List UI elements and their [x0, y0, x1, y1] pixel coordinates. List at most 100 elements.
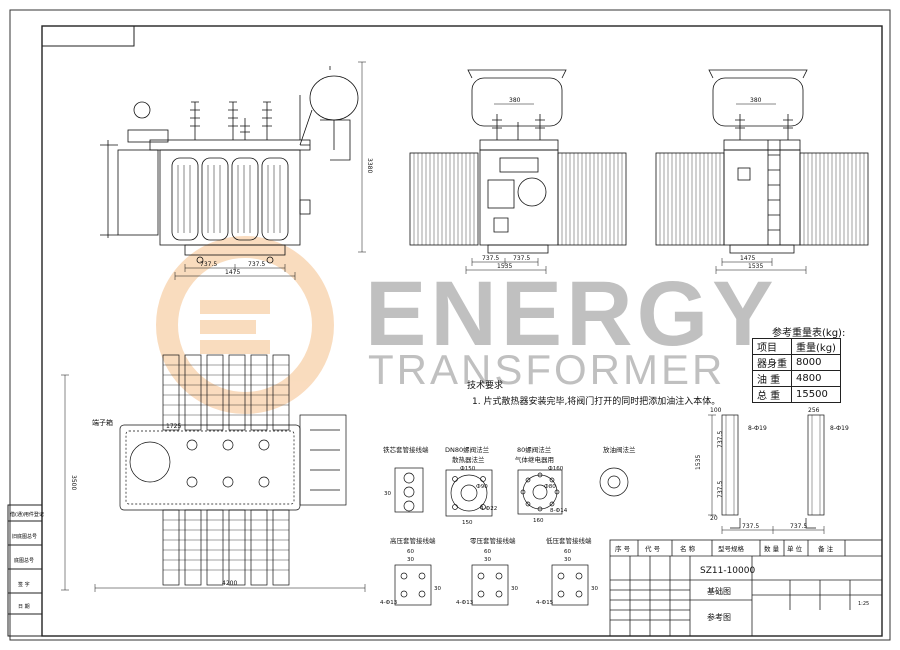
tb-ref: 参考图: [707, 612, 731, 622]
detail-dims: 30 Ф150 Ф90 150 4-Ф22 Ф160 Ф80 160 8-Ф14…: [380, 466, 598, 606]
d2-dim4: 4-Ф22: [480, 506, 497, 512]
d2-dim3: 150: [462, 520, 473, 526]
d3-dim3: 160: [533, 518, 544, 524]
left-strip-3: 底图总号: [14, 557, 34, 564]
left-strip-labels: 借(通)用件登记 旧底图总号 底图总号 签 字 日 期: [10, 511, 44, 610]
left-approval-strip: [7, 504, 43, 637]
d6-holes: 4-Ф13: [456, 600, 474, 606]
d5-holes: 4-Ф13: [380, 600, 398, 606]
plan-view-labels: 端子箱 3500 4200 1725: [70, 418, 237, 587]
base-100: 100: [710, 407, 722, 414]
d6-w: 60: [484, 549, 491, 555]
weight-value: 重量(kg): [791, 338, 841, 355]
d7-w2: 30: [564, 557, 571, 563]
dim-back-top: 380: [750, 97, 762, 104]
plan-view: [61, 354, 366, 592]
detail-drawings: [394, 467, 629, 606]
foundation-dims: 100 256 1535 737.5 737.5 737.5 737.5 20 …: [695, 407, 849, 530]
dim-back-a: 1475: [740, 255, 755, 262]
d6-h: 30: [511, 586, 518, 592]
base-737b: 737.5: [717, 481, 724, 498]
tb-col-model: 型号规格: [718, 544, 745, 553]
d5-w2: 30: [407, 557, 414, 563]
weight-value: 8000: [791, 354, 841, 371]
d3-dim2: Ф80: [544, 484, 556, 490]
tb-scale: 1:25: [858, 601, 869, 607]
front-elevation-dims: 380 737.5 737.5 1535: [482, 97, 530, 270]
d7-w: 60: [564, 549, 571, 555]
tb-col-seq: 序 号: [615, 544, 631, 553]
d1-w: 30: [384, 491, 391, 497]
base-737a: 737.5: [717, 431, 724, 448]
dim-front-top: 380: [509, 97, 521, 104]
tb-model: SZ11-10000: [700, 566, 755, 576]
terminal-box-label: 端子箱: [92, 418, 113, 427]
base-256: 256: [808, 407, 820, 414]
tech-requirements-note: 1. 片式散热器安装完毕,将阀门打开的同时把添加油注入本体。: [472, 397, 721, 407]
rear-elevation-dims: 380 1475 1535: [740, 97, 763, 270]
dim-plan-height: 3500: [70, 475, 77, 490]
detail-3-sub: 气体继电器用: [515, 455, 554, 464]
d2-dim2: Ф90: [476, 484, 488, 490]
dim-front-total: 1535: [497, 263, 512, 270]
dim-side-a: 737.5: [200, 261, 217, 268]
tech-requirements-title: 技术要求: [467, 381, 504, 391]
d3-dim4: 8-Ф14: [550, 508, 568, 514]
front-elevation-view: [409, 69, 627, 274]
detail-3-title: 80螺阀法兰: [517, 445, 552, 454]
detail-2-title: DN80螺阀法兰: [445, 445, 490, 454]
tb-col-unit: 单 位: [787, 544, 803, 553]
table-row: 项目重量(kg): [752, 338, 841, 355]
left-strip-2: 旧底图总号: [12, 533, 37, 540]
d2-dim1: Ф150: [460, 466, 476, 472]
corner-tab: [41, 25, 135, 47]
base-737d: 737.5: [790, 523, 807, 530]
left-strip-1: 借(通)用件登记: [10, 511, 44, 518]
d3-dim1: Ф160: [548, 466, 564, 472]
tb-drawing-name: 基础图: [707, 586, 731, 596]
foundation-view: [708, 414, 825, 534]
detail-1-title: 铁芯套管接线端: [383, 445, 429, 454]
d7-holes: 4-Ф15: [536, 600, 554, 606]
title-block-header: 序 号 代 号 名 称 型号规格 数 量 单 位 备 注: [615, 544, 834, 553]
d5-w: 60: [407, 549, 414, 555]
dim-side-height: 3380: [366, 158, 373, 173]
tb-col-qty: 数 量: [764, 544, 780, 553]
detail-2-sub: 散热器法兰: [452, 455, 485, 464]
side-elevation-view: [100, 61, 366, 280]
base-737c: 737.5: [742, 523, 759, 530]
base-hole-a: 8-Ф19: [748, 425, 767, 432]
dim-front-b: 737.5: [513, 255, 530, 262]
detail-6-title: 零压套管接线端: [470, 536, 516, 545]
tb-col-remark: 备 注: [818, 544, 834, 553]
dim-plan-width: 4200: [222, 580, 237, 587]
d6-w2: 30: [484, 557, 491, 563]
d5-h: 30: [434, 586, 441, 592]
tb-col-code: 代 号: [645, 544, 661, 553]
base-1535: 1535: [695, 455, 702, 470]
outer-border: [9, 9, 891, 641]
dim-front-a: 737.5: [482, 255, 499, 262]
dim-plan-note: 1725: [166, 423, 181, 430]
weight-item: 油 重: [752, 370, 792, 387]
watermark-energy-text: ENERGY: [365, 263, 778, 365]
detail-labels: 铁芯套管接线端 DN80螺阀法兰 散热器法兰 80螺阀法兰 气体继电器用 放油阀…: [383, 445, 636, 545]
weight-table-title: 参考重量表(kg):: [772, 328, 846, 339]
detail-5-title: 高压套管接线端: [390, 536, 436, 545]
detail-7-title: 低压套管接线端: [546, 536, 592, 545]
dim-side-total: 1475: [225, 269, 240, 276]
title-block-body: SZ11-10000 基础图 参考图 1:25: [700, 566, 869, 622]
tb-col-name: 名 称: [680, 544, 696, 553]
base-20: 20: [710, 515, 718, 522]
left-strip-4: 签 字: [18, 581, 30, 588]
weight-value: 15500: [791, 386, 841, 403]
rear-elevation-view: [655, 69, 869, 274]
weight-item: 项目: [752, 338, 792, 355]
left-strip-5: 日 期: [18, 604, 30, 610]
detail-4-title: 放油阀法兰: [603, 445, 636, 454]
